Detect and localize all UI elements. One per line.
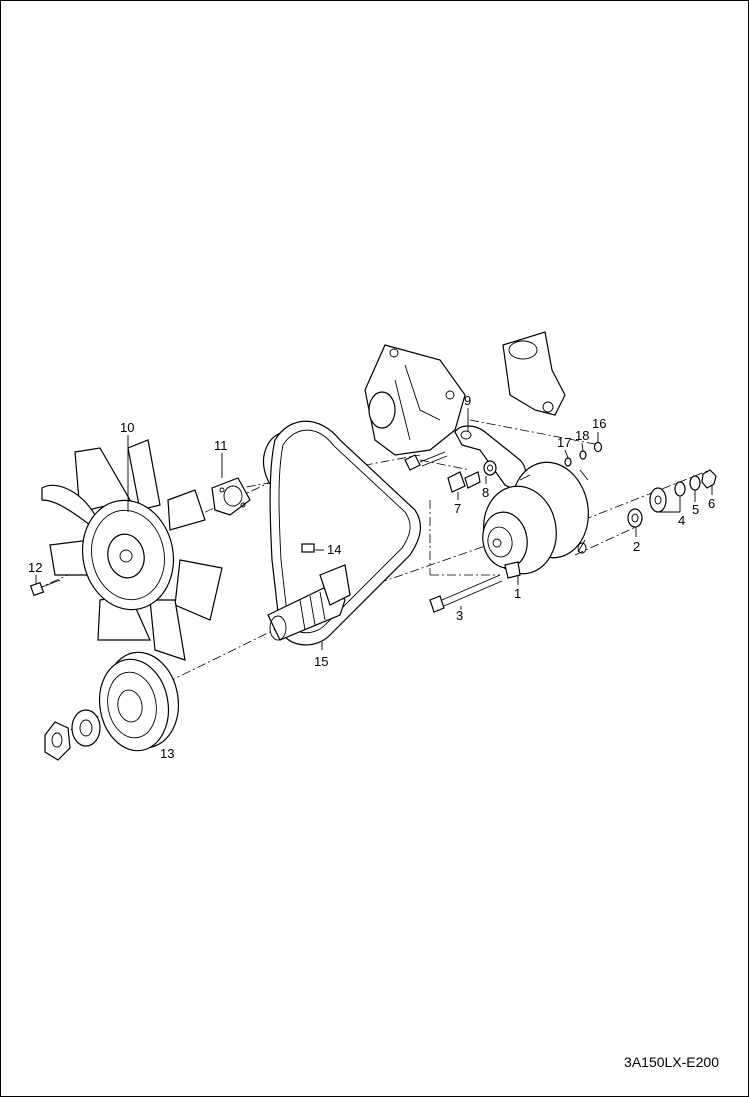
- callout-leader-lines: [35, 408, 713, 650]
- thermostat-housing: [502, 331, 566, 416]
- callout-18: 18: [575, 428, 589, 443]
- pump-stud-bolt: [404, 451, 448, 471]
- bolt-part-12: [29, 579, 61, 597]
- crank-shaft-gear: [267, 564, 351, 641]
- spacer-part-11: [211, 477, 251, 516]
- callout-7: 7: [454, 501, 461, 516]
- callout-3: 3: [456, 608, 463, 623]
- washer-part-5b: [689, 475, 701, 491]
- nut-part-16: [593, 441, 603, 453]
- callout-15: 15: [314, 654, 328, 669]
- drawing-code: 3A150LX-E200: [624, 1054, 719, 1070]
- washer-part-18: [579, 450, 587, 460]
- washer-part-2: [627, 508, 643, 528]
- callout-17: 17: [557, 435, 571, 450]
- crank-pulley-part-13: [98, 651, 180, 752]
- callout-8: 8: [482, 485, 489, 500]
- callout-labels: 1 2 3 4 5 6 7 8 9 10 11 12 13 14 15 16 1…: [28, 393, 715, 761]
- callout-2: 2: [633, 539, 640, 554]
- callout-1: 1: [514, 586, 521, 601]
- crank-nut-washer: [44, 709, 101, 761]
- callout-4: 4: [678, 513, 685, 528]
- key-part-14: [301, 543, 315, 553]
- washer-part-17: [564, 457, 572, 467]
- callout-11: 11: [214, 438, 228, 453]
- washer-part-8: [483, 460, 497, 476]
- fan-part-10: [41, 439, 223, 661]
- callout-13: 13: [160, 746, 174, 761]
- callout-12: 12: [28, 560, 42, 575]
- callout-9: 9: [464, 393, 471, 408]
- alternator-part-1: [482, 461, 589, 579]
- callout-5: 5: [692, 502, 699, 517]
- washer-part-5: [674, 481, 686, 497]
- callout-16: 16: [592, 416, 606, 431]
- bolt-part-7: [447, 471, 481, 493]
- long-bolt-part-3: [429, 574, 503, 613]
- callout-10: 10: [120, 420, 134, 435]
- callout-6: 6: [708, 496, 715, 511]
- nut-part-6: [701, 469, 717, 489]
- spacer-part-4: [649, 487, 667, 513]
- callout-14: 14: [327, 542, 341, 557]
- water-pump-housing: [364, 344, 466, 456]
- v-belt-part-15: [269, 420, 422, 646]
